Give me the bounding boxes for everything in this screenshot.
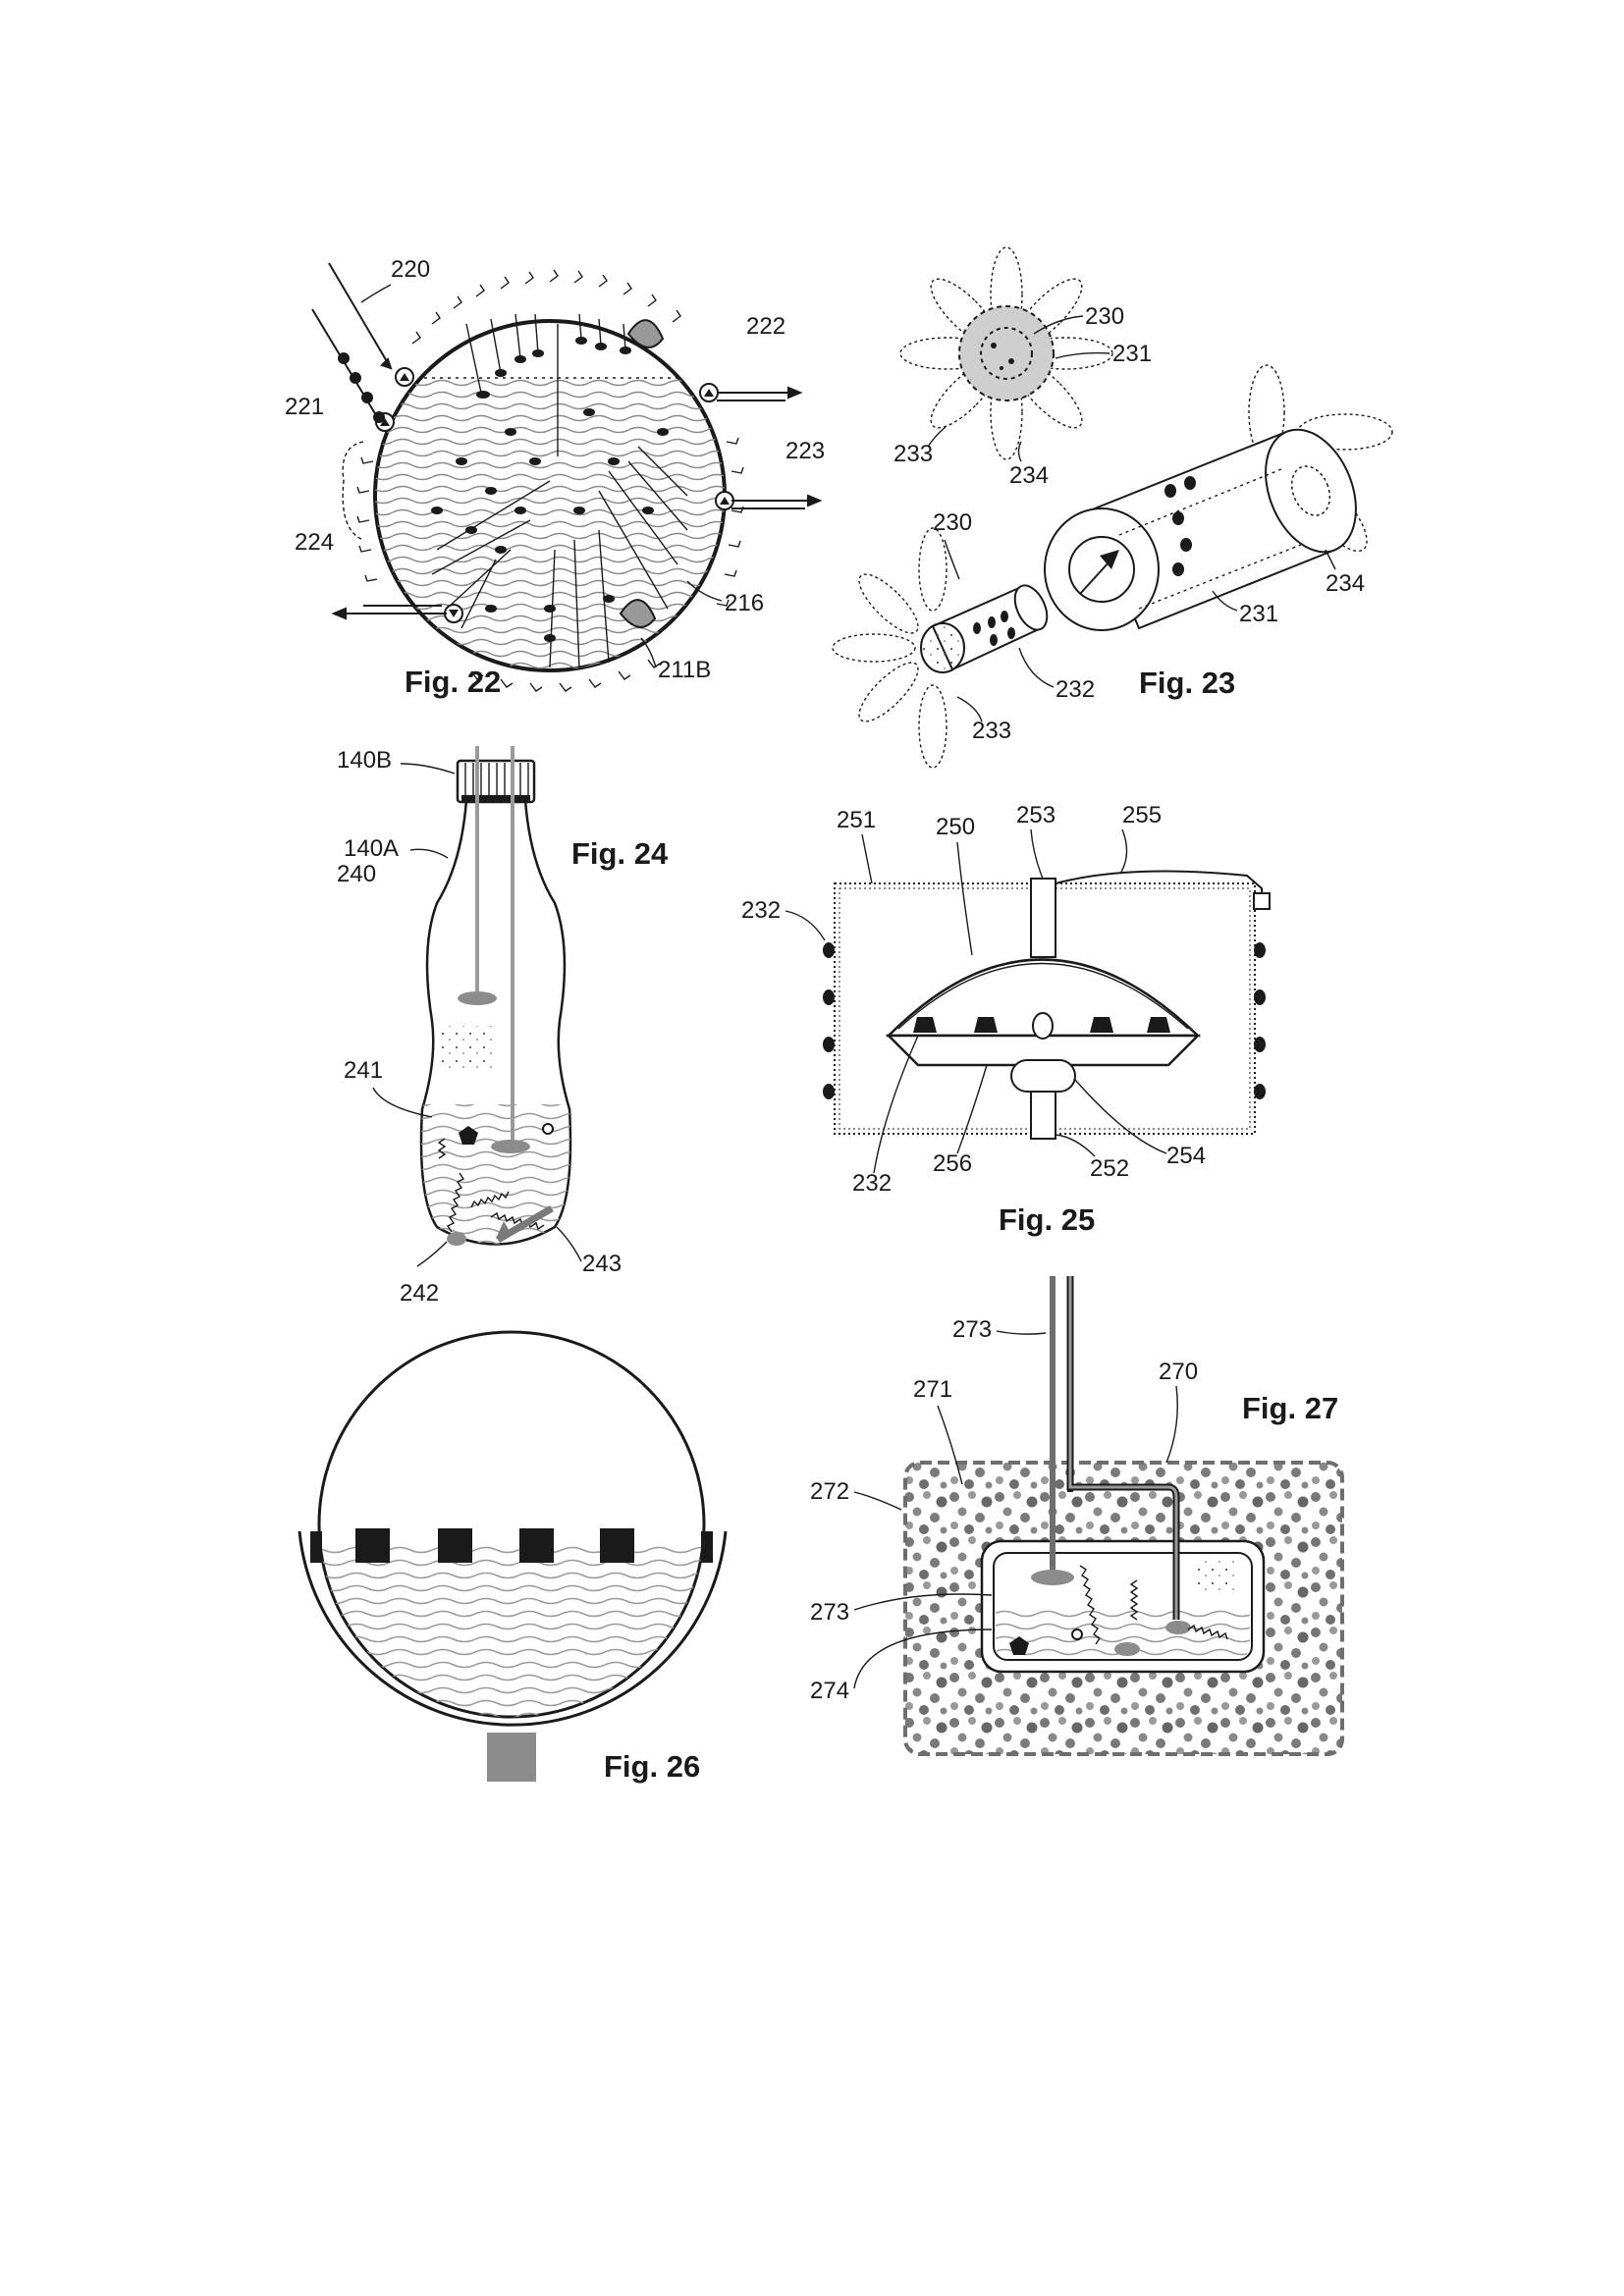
fig22-diagram: 220 221 222 223 224 216 211B Fig. 22 — [285, 256, 825, 699]
fig25-title: Fig. 25 — [999, 1202, 1095, 1237]
fig27-label-273-mid: 273 — [810, 1599, 849, 1626]
fig24-title: Fig. 24 — [571, 836, 669, 871]
fig25-label-232-bottom: 232 — [852, 1170, 892, 1197]
fig25-pump — [1011, 1060, 1075, 1092]
fig27-label-273-top: 273 — [952, 1316, 992, 1343]
fig26-base — [487, 1733, 536, 1782]
fig23-label-231-top: 231 — [1112, 341, 1152, 367]
fig24-diagram: 140B 140A 240 241 242 243 Fig. 24 — [337, 746, 669, 1307]
fig24-electrode-lower — [491, 1140, 530, 1153]
fig23-small-tube — [833, 528, 1054, 768]
fig23-label-232: 232 — [1056, 676, 1095, 703]
fig25-label-250: 250 — [936, 814, 975, 840]
fig25-diagram: 251 250 253 255 232 232 256 252 254 Fig.… — [741, 802, 1270, 1237]
fig25-label-253: 253 — [1016, 802, 1056, 828]
fig26-diagram: Fig. 26 — [299, 1332, 726, 1784]
fig24-label-240: 240 — [337, 861, 376, 887]
fig22-title: Fig. 22 — [405, 665, 501, 699]
fig24-label-140a: 140A — [344, 835, 399, 862]
fig23-label-231-bottom: 231 — [1239, 601, 1278, 627]
fig25-label-251: 251 — [837, 807, 876, 833]
fig22-label-220: 220 — [391, 256, 430, 283]
fig25-label-254: 254 — [1166, 1143, 1206, 1169]
fig25-label-256: 256 — [933, 1150, 972, 1177]
fig22-label-222: 222 — [746, 313, 785, 340]
fig24-label-241: 241 — [344, 1057, 383, 1084]
fig27-label-270: 270 — [1159, 1359, 1198, 1385]
fig24-particle-cloud — [437, 1026, 496, 1070]
fig25-label-255: 255 — [1122, 802, 1162, 828]
fig23-label-233-bottom: 233 — [972, 718, 1011, 744]
fig26-title: Fig. 26 — [604, 1749, 700, 1784]
fig22-label-221: 221 — [285, 394, 324, 420]
fig23-label-230-bottom: 230 — [933, 509, 972, 536]
fig26-liquid — [314, 1546, 707, 1742]
fig27-label-271: 271 — [913, 1376, 952, 1403]
fig23-title: Fig. 23 — [1139, 666, 1235, 700]
fig27-title: Fig. 27 — [1242, 1391, 1338, 1425]
fig23-capsule-top — [959, 306, 1054, 400]
fig22-label-216: 216 — [725, 590, 764, 616]
fig27-label-272: 272 — [810, 1478, 849, 1505]
fig27-diagram: 273 270 271 272 273 274 Fig. 27 — [810, 1276, 1342, 1754]
fig23-label-230-top: 230 — [1085, 303, 1124, 330]
fig25-label-252: 252 — [1090, 1155, 1129, 1182]
fig22-inflow-particles — [338, 352, 385, 423]
fig27-label-274: 274 — [810, 1678, 849, 1704]
fig25-label-232-left: 232 — [741, 897, 781, 924]
fig23-label-234-top: 234 — [1009, 462, 1049, 489]
fig23-label-233-top: 233 — [893, 441, 933, 467]
fig23-label-234-bottom: 234 — [1326, 570, 1365, 597]
fig24-label-242: 242 — [400, 1280, 439, 1307]
fig22-label-223: 223 — [785, 438, 825, 464]
fig24-electrode-upper — [458, 991, 497, 1005]
fig24-label-140b: 140B — [337, 747, 392, 774]
fig24-label-243: 243 — [582, 1251, 622, 1277]
fig27-electrode — [1031, 1570, 1074, 1585]
fig22-label-224: 224 — [295, 529, 334, 556]
fig23-diagram: 230 231 233 234 230 231 234 232 233 Fig.… — [833, 247, 1392, 768]
fig22-label-211b: 211B — [658, 657, 711, 683]
